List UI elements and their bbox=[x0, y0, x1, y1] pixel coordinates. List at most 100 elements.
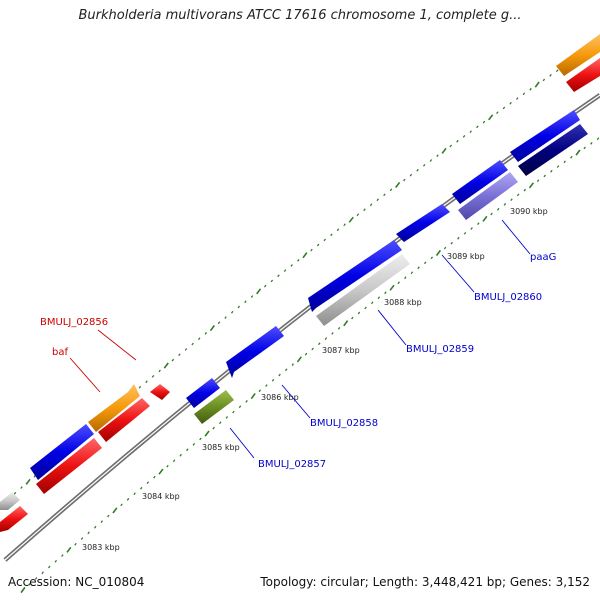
tick-mark bbox=[449, 144, 453, 148]
tick-mark bbox=[28, 582, 31, 586]
tick-mark bbox=[397, 281, 400, 285]
gene-label-bmulj-02856[interactable]: BMULJ_02856 bbox=[40, 317, 108, 328]
tick-mark bbox=[277, 274, 280, 278]
gene-feature-gray[interactable] bbox=[316, 254, 410, 326]
kbp-label: 3087 kbp bbox=[322, 346, 360, 355]
kbp-label: 3083 kbp bbox=[82, 543, 120, 552]
gene-label-paag[interactable]: paaG bbox=[530, 252, 556, 263]
summary-text: Topology: circular; Length: 3,448,421 bp… bbox=[260, 575, 590, 589]
tick-mark bbox=[363, 208, 366, 212]
tick-mark bbox=[563, 160, 566, 164]
gene-feature-bmulj-02858[interactable] bbox=[226, 326, 284, 378]
gene-feature-red-edge[interactable] bbox=[566, 58, 600, 92]
gene-feature-forward-cds[interactable] bbox=[452, 160, 508, 204]
gene-feature-forward-cds[interactable] bbox=[510, 110, 580, 162]
tick-mark bbox=[61, 554, 64, 557]
gene-feature-forward-cds[interactable] bbox=[186, 378, 220, 408]
tick-mark bbox=[197, 337, 201, 341]
tick-mark bbox=[403, 178, 406, 182]
tick-mark bbox=[20, 586, 26, 594]
tick-mark bbox=[383, 193, 386, 197]
tick-mark bbox=[13, 491, 17, 495]
tick-mark bbox=[178, 353, 181, 357]
gene-label-bmulj-02857[interactable]: BMULJ_02857 bbox=[258, 459, 326, 470]
gene-feature-bmulj-02859[interactable] bbox=[308, 240, 402, 312]
tick-mark bbox=[263, 284, 267, 288]
gene-feature-forward-cds[interactable] bbox=[30, 424, 94, 480]
gene-feature-bmulj-02860[interactable] bbox=[396, 204, 450, 242]
tick-mark bbox=[250, 295, 254, 298]
gene-label-baf[interactable]: baf bbox=[52, 347, 68, 358]
tick-mark bbox=[542, 78, 546, 82]
tick-mark bbox=[244, 300, 247, 304]
tick-mark bbox=[476, 125, 479, 129]
tick-mark bbox=[470, 227, 473, 230]
tick-mark bbox=[238, 405, 242, 409]
tick-mark bbox=[158, 369, 161, 373]
gene-feature-paag[interactable] bbox=[458, 172, 518, 220]
gene-features[interactable] bbox=[0, 34, 600, 532]
tick-mark bbox=[377, 296, 381, 300]
tick-mark bbox=[20, 486, 23, 489]
tick-mark bbox=[389, 284, 395, 291]
tick-mark bbox=[107, 514, 110, 518]
tick-mark bbox=[324, 337, 328, 340]
tick-mark bbox=[270, 279, 274, 283]
gene-label-bmulj-02858[interactable]: BMULJ_02858 bbox=[310, 418, 378, 429]
tick-mark bbox=[291, 363, 295, 366]
gene-feature-reverse-cds[interactable] bbox=[36, 438, 102, 494]
tick-mark bbox=[126, 497, 130, 501]
gene-feature-orange-edge[interactable] bbox=[556, 34, 600, 76]
gene-feature-baf[interactable] bbox=[98, 398, 150, 442]
tick-mark bbox=[237, 305, 241, 309]
gene-feature-gray-partial[interactable] bbox=[0, 492, 20, 510]
tick-mark bbox=[376, 198, 380, 202]
tick-mark bbox=[536, 179, 540, 182]
gene-label-bmulj-02860[interactable]: BMULJ_02860 bbox=[474, 292, 542, 303]
gene-label-bmulj-02859[interactable]: BMULJ_02859 bbox=[406, 344, 474, 355]
tick-mark bbox=[395, 181, 401, 188]
gene-feature-bmulj-02857[interactable] bbox=[194, 390, 234, 424]
tick-mark bbox=[290, 264, 293, 267]
tick-mark bbox=[590, 141, 593, 145]
tick-mark bbox=[522, 92, 526, 96]
kbp-label: 3085 kbp bbox=[202, 443, 240, 452]
kbp-label: 3089 kbp bbox=[447, 252, 485, 261]
tick-mark bbox=[357, 311, 361, 315]
gene-feature-navy[interactable] bbox=[518, 124, 588, 176]
tick-mark bbox=[258, 389, 262, 393]
tick-mark bbox=[112, 507, 118, 514]
tick-mark bbox=[370, 301, 374, 305]
tick-mark bbox=[271, 378, 275, 382]
tick-mark bbox=[80, 537, 84, 540]
tick-mark bbox=[146, 481, 150, 484]
tick-mark bbox=[550, 169, 553, 173]
tick-mark bbox=[336, 228, 340, 232]
accession-text: Accession: NC_010804 bbox=[8, 575, 145, 589]
tick-mark bbox=[583, 146, 586, 150]
tick-mark bbox=[516, 193, 520, 197]
gene-feature-bmulj-02856[interactable] bbox=[88, 384, 140, 432]
tick-mark bbox=[457, 236, 460, 240]
tick-mark bbox=[310, 248, 313, 252]
tick-mark bbox=[87, 531, 90, 535]
tick-mark bbox=[225, 416, 229, 419]
map-title: Burkholderia multivorans ATCC 17616 chro… bbox=[78, 8, 522, 23]
tick-mark bbox=[163, 362, 169, 369]
tick-mark bbox=[139, 486, 143, 490]
tick-mark bbox=[462, 135, 466, 138]
tick-mark bbox=[477, 222, 480, 225]
tick-mark bbox=[74, 542, 77, 546]
tick-mark bbox=[120, 503, 123, 507]
tick-mark bbox=[490, 212, 493, 216]
gene-feature-red-partial[interactable] bbox=[0, 506, 28, 532]
tick-mark bbox=[343, 223, 346, 227]
tick-mark bbox=[212, 426, 215, 430]
kbp-label: 3084 kbp bbox=[142, 492, 180, 501]
gene-feature-small-red[interactable] bbox=[150, 384, 170, 400]
tick-mark bbox=[41, 571, 44, 575]
tick-mark bbox=[369, 203, 373, 207]
tick-mark bbox=[570, 155, 573, 159]
gene-labels: BMULJ_02856 baf BMULJ_02857 BMULJ_02858 … bbox=[40, 252, 556, 470]
